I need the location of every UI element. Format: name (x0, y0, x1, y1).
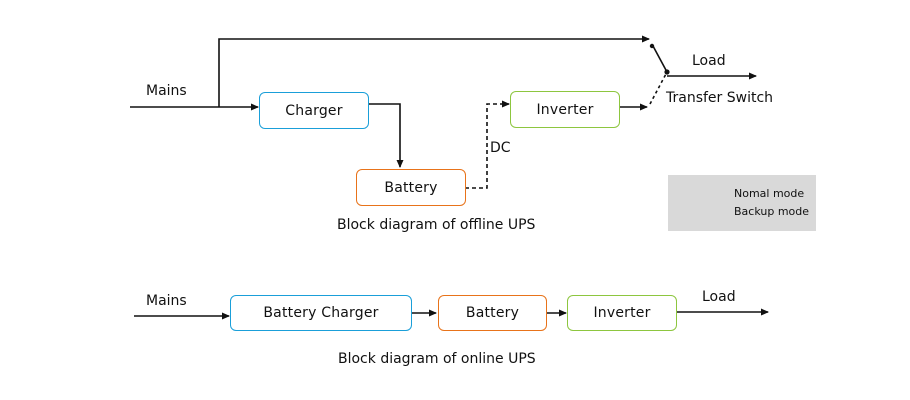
online-caption: Block diagram of online UPS (338, 351, 536, 367)
legend-normal-label: Nomal mode (734, 187, 805, 200)
switch-top-contact (649, 43, 655, 49)
charger-box: Charger (259, 92, 369, 129)
battery-label: Battery (384, 179, 438, 196)
switch-backup-blade (649, 71, 668, 105)
transfer-switch-label: Transfer Switch (666, 90, 774, 106)
online-mains-label: Mains (146, 293, 187, 309)
battery-charger-box: Battery Charger (230, 295, 412, 331)
dc-label: DC (490, 140, 511, 156)
online-load-label: Load (702, 289, 736, 305)
battery-charger-label: Battery Charger (263, 305, 379, 321)
battery-to-inverter-dashed-arrow (465, 100, 510, 189)
offline-caption: Block diagram of offline UPS (337, 217, 536, 233)
offline-mains-label: Mains (146, 83, 187, 99)
offline-load-label: Load (692, 53, 726, 69)
online-inverter-box: Inverter (567, 295, 677, 331)
charger-label: Charger (285, 102, 343, 119)
legend-panel: Nomal mode Backup mode (668, 175, 816, 231)
switch-normal-blade (652, 45, 668, 73)
online-battery-box: Battery (438, 295, 547, 331)
inverter-box: Inverter (510, 91, 620, 128)
bypass-line-arrow (218, 35, 650, 107)
legend-backup-label: Backup mode (734, 205, 810, 218)
switch-pivot (664, 69, 670, 75)
inverter-label: Inverter (536, 101, 594, 118)
online-battery-label: Battery (465, 305, 520, 321)
battery-box: Battery (356, 169, 466, 206)
charger-to-battery-arrow (368, 103, 404, 168)
online-inverter-label: Inverter (593, 305, 651, 321)
